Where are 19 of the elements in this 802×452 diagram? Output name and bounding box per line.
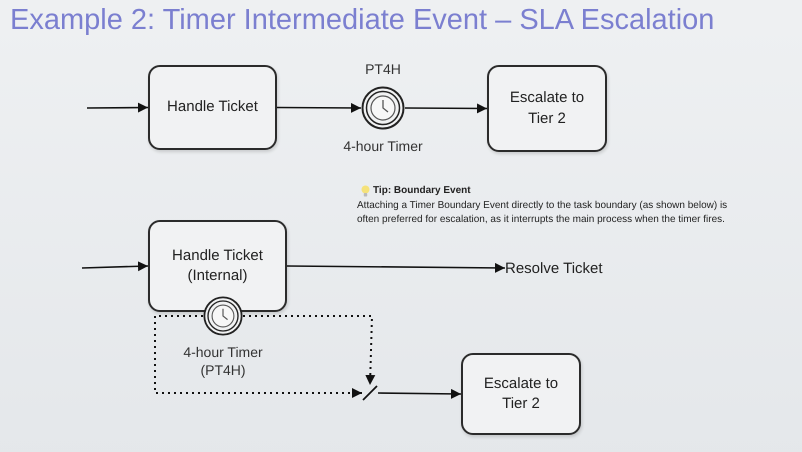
task-box: Handle Ticket (Internal) xyxy=(148,220,287,312)
tip-heading: Tip: Boundary Event xyxy=(373,185,471,196)
task-box: Handle Ticket xyxy=(148,65,277,150)
dotted-arrow xyxy=(243,315,376,386)
task-box: Escalate to Tier 2 xyxy=(487,65,607,152)
arrow xyxy=(87,102,148,113)
arrow xyxy=(405,103,487,114)
timer-caption: 4-hour Timer (PT4H) xyxy=(182,343,264,380)
timer-caption: 4-hour Timer xyxy=(342,137,424,156)
timer-caption: PT4H xyxy=(364,60,402,78)
dotted-arrow xyxy=(154,315,362,398)
arrow xyxy=(378,388,462,399)
slide-title: Example 2: Timer Intermediate Event – SLA Escalation xyxy=(10,4,714,37)
tip-text: Attaching a Timer Boundary Event directly to the task boundary (as shown below) is often preferred for escalation, as it interrupts the main process when the timer fires. xyxy=(357,199,728,226)
arrow xyxy=(82,261,148,272)
arrow xyxy=(287,262,505,273)
task-box: Escalate to Tier 2 xyxy=(461,353,581,435)
end-label: Resolve Ticket xyxy=(505,258,615,278)
arrow xyxy=(277,102,361,113)
